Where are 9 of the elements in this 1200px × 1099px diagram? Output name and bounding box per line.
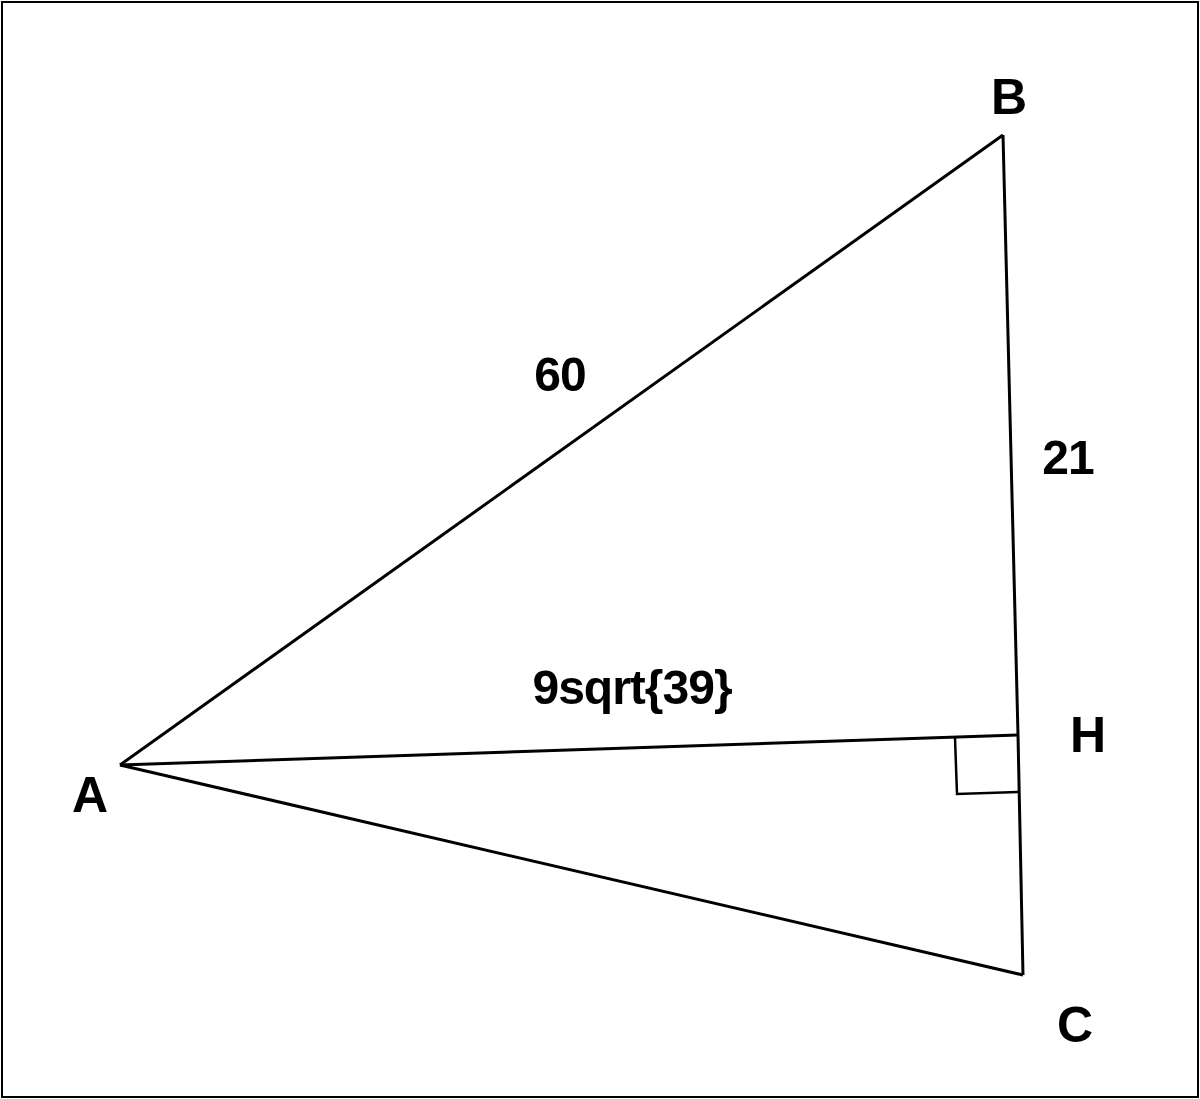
line-segment <box>1016 734 1025 976</box>
vertex-label: A <box>72 770 109 820</box>
line-segment <box>119 733 1019 767</box>
line-segment <box>119 133 1004 767</box>
vertex-label: C <box>1056 1000 1093 1050</box>
vertex-label: B <box>990 72 1028 122</box>
vertex-label: H <box>1069 710 1106 760</box>
line-segment <box>1001 134 1020 736</box>
line-segment <box>119 763 1024 977</box>
